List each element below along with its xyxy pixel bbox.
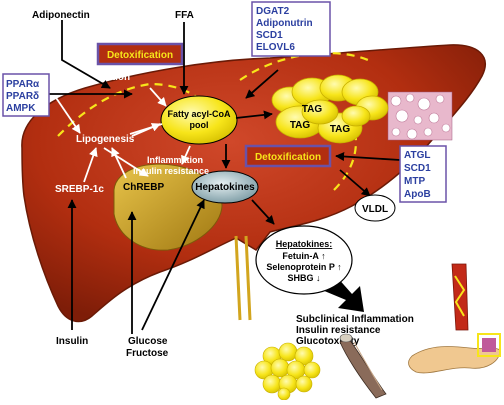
detox-label-top: Detoxification bbox=[107, 50, 173, 61]
adiponectin-label: Adiponectin bbox=[32, 10, 90, 21]
ffa-label: FFA bbox=[175, 10, 194, 21]
gene-box-top bbox=[251, 1, 331, 57]
insulin-resistance-liver-label: Insulin resistance bbox=[133, 166, 209, 176]
gene-right-item: SCD1 bbox=[404, 163, 431, 174]
gene-right-item: MTP bbox=[404, 176, 425, 187]
hepatokine-name: Fetuin-A bbox=[282, 251, 321, 261]
srebp-label: SREBP-1c bbox=[55, 184, 104, 195]
inflammation-label: Inflammation bbox=[147, 155, 203, 165]
gene-top-item: DGAT2 bbox=[256, 6, 290, 17]
gene-top-item: Adiponutrin bbox=[256, 18, 313, 29]
fatty-acyl-label-line1: Fatty acyl-CoA bbox=[167, 109, 231, 119]
outcome-label-2: Insulin resistance bbox=[296, 325, 381, 336]
fatty-acyl-label-line2: pool bbox=[190, 120, 209, 130]
adipose-tissue-illustration bbox=[254, 342, 321, 401]
lipogenesis-to-pool-arrow bbox=[129, 123, 163, 135]
hepatokine-item: Selenoprotein P ↑ bbox=[266, 262, 341, 272]
black-arrows bbox=[48, 20, 401, 334]
ppar-delta-label: PPARδ bbox=[6, 91, 39, 102]
insulin-label: Insulin bbox=[56, 336, 88, 347]
hepatokine-item: SHBG ↓ bbox=[287, 273, 320, 283]
vldl-label: VLDL bbox=[362, 204, 388, 215]
tag-label-2: TAG bbox=[290, 120, 311, 131]
hepatokines-box bbox=[255, 225, 353, 295]
tag-droplets bbox=[271, 74, 389, 144]
vldl-node bbox=[354, 194, 396, 222]
bile-duct bbox=[234, 235, 252, 321]
fatty-acyl-coa-pool bbox=[160, 95, 238, 145]
ampk-label: AMPK bbox=[6, 103, 36, 114]
hepatokine-name: SHBG bbox=[287, 273, 316, 283]
hepatokine-direction-icon: ↑ bbox=[321, 251, 326, 261]
histology-cells bbox=[390, 93, 451, 140]
detox-box-mid bbox=[244, 144, 332, 168]
hepatokine-direction-icon: ↓ bbox=[316, 273, 321, 283]
detox-box-top bbox=[96, 42, 184, 66]
ppar-alpha-label: PPARα bbox=[6, 79, 40, 90]
gene-top-item: ELOVL6 bbox=[256, 42, 295, 53]
gene-top-item: SCD1 bbox=[256, 30, 283, 41]
tag-label-3: TAG bbox=[330, 124, 351, 135]
gene-right-item: ApoB bbox=[404, 189, 431, 200]
ppar-box bbox=[2, 73, 50, 117]
outcome-label-1: Subclinical Inflammation bbox=[296, 314, 414, 325]
hepatokines-box-title: Hepatokines: bbox=[276, 239, 333, 249]
gene-box-right bbox=[399, 145, 447, 203]
hepatokines-node bbox=[191, 170, 259, 204]
chrebp-label: ChREBP bbox=[123, 182, 164, 193]
tag-label-1: TAG bbox=[302, 104, 323, 115]
hepatokines-box-items: Fetuin-A ↑Selenoprotein P ↑SHBG ↓ bbox=[266, 251, 341, 283]
muscle-illustration bbox=[339, 333, 387, 399]
pancreas-illustration bbox=[408, 333, 501, 374]
hepatokine-name: Selenoprotein P bbox=[266, 262, 337, 272]
fructose-label: Fructose bbox=[126, 348, 169, 359]
hepatokines-label: Hepatokines bbox=[195, 182, 255, 193]
oxidation-label: Oxidation bbox=[84, 72, 130, 83]
blood-vessel-illustration bbox=[451, 263, 469, 331]
hepatokine-item: Fetuin-A ↑ bbox=[282, 251, 325, 261]
outcome-label-3: Glucotoxicity bbox=[296, 336, 360, 347]
gene-right-item: ATGL bbox=[404, 150, 430, 161]
detox-label-mid: Detoxification bbox=[255, 152, 321, 163]
lipogenesis-label: Lipogenesis bbox=[76, 134, 135, 145]
glucose-label: Glucose bbox=[128, 336, 168, 347]
hepatokine-direction-icon: ↑ bbox=[337, 262, 342, 272]
